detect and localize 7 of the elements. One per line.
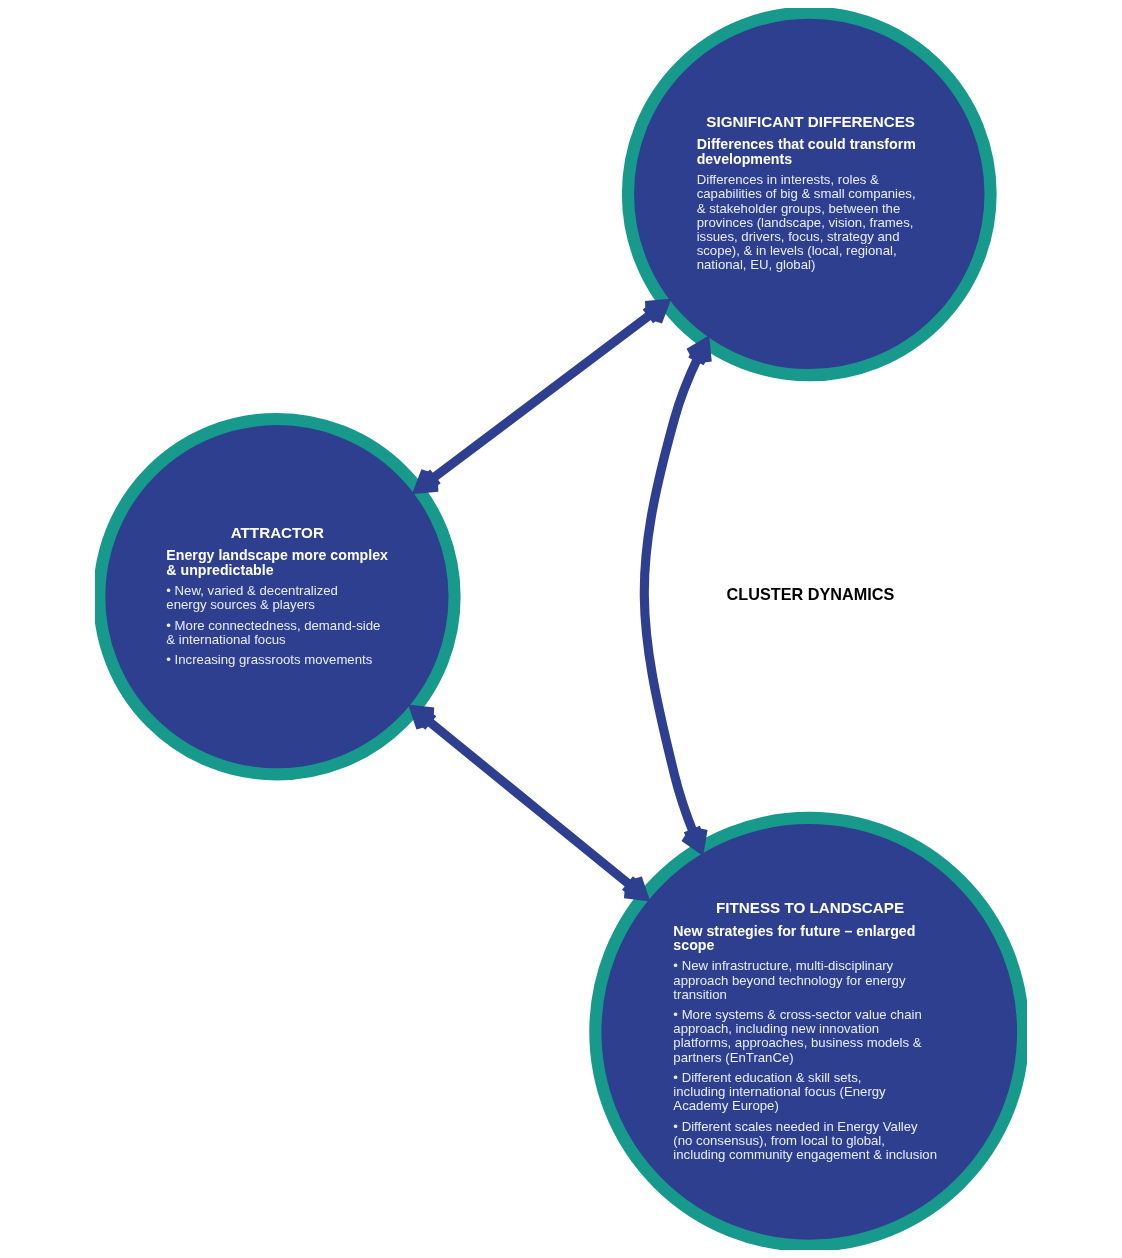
arrow xyxy=(414,299,670,494)
arrow xyxy=(410,705,649,901)
label: CLUSTER DYNAMICS xyxy=(726,584,895,603)
node-circle: SIGNIFICANT DIFFERENCES Differences that could transform developments Differences in interests, roles & capabilities of big & small companies, & stakeholder groups, between the provinces (landscape, vision, frames, issues, drivers, focus, strategy and scope), & in levels (local, regional, national, EU, global) xyxy=(621,8,997,382)
arrow xyxy=(639,337,712,854)
node-circle: FITNESS TO LANDSCAPE New strategies for future – enlarged scope • New infrastructure, multi-disciplinary approach beyond technology for energy transition • More systems & cross-sector value chain approach, including new innovation platforms, approaches, business models & partners (EnTranCe) • Different education & skill sets, including international focus (Energy Academy Europe) • Different scales needed in Energy Valley (no consensus), from local to global, including community engagement & inclusion xyxy=(589,811,1027,1250)
node-circle: ATTRACTOR Energy landscape more complex & unpredictable • New, varied & decentralized energy sources & players • More connectedness, demand-side & international focus • Increasing grassroots movements xyxy=(95,412,461,781)
